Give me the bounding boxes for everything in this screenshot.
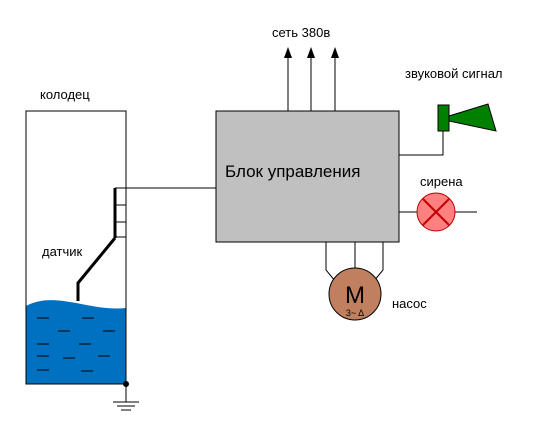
pump: M 3~ Δ насос <box>325 242 427 321</box>
control-unit: Блок управления <box>215 110 400 243</box>
motor-symbol: M <box>345 282 365 309</box>
motor-icon <box>328 267 382 321</box>
well-label: колодец <box>40 87 90 102</box>
control-unit-box <box>215 110 400 243</box>
sound-signal-label: звуковой сигнал <box>405 66 503 81</box>
well: колодец <box>25 87 127 385</box>
well-outline <box>25 110 127 385</box>
sensor: датчик <box>42 188 126 301</box>
network-supply: сеть 380в <box>272 25 339 111</box>
siren-label: сирена <box>420 174 463 189</box>
water-ripples <box>37 317 115 372</box>
sound-signal: звуковой сигнал <box>399 66 503 156</box>
sensor-label: датчик <box>42 244 83 259</box>
network-label: сеть 380в <box>272 25 330 40</box>
siren: сирена <box>399 174 477 232</box>
motor-spec: 3~ Δ <box>346 308 364 318</box>
horn-icon <box>448 103 497 132</box>
siren-cross-icon <box>422 198 450 226</box>
control-unit-label: Блок управления <box>225 162 360 181</box>
water <box>26 300 126 384</box>
pump-label: насос <box>392 296 427 311</box>
network-arrow-icons <box>284 47 339 58</box>
ground-symbol <box>113 381 139 411</box>
horn-body <box>437 104 450 132</box>
